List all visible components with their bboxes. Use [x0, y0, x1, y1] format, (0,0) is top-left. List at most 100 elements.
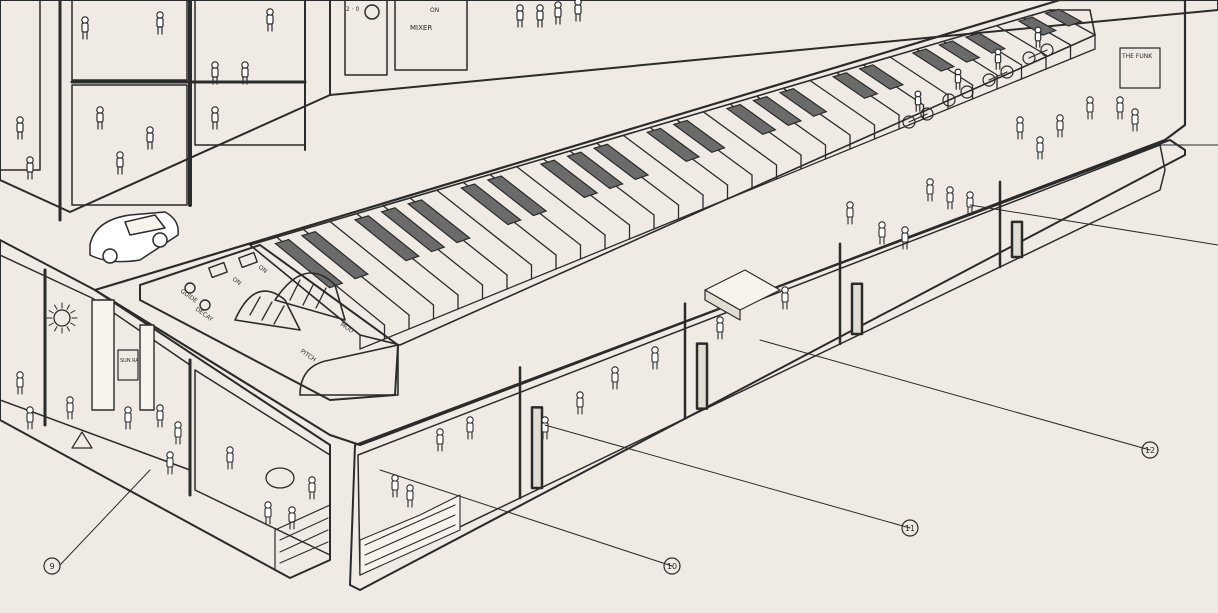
person-head: [166, 451, 174, 459]
person-body: [26, 412, 34, 423]
person-body: [1116, 102, 1124, 113]
cyclists: [902, 26, 1054, 129]
person-head: [914, 90, 922, 98]
person-head: [174, 421, 182, 429]
callout-11: 11: [901, 519, 919, 537]
person-head: [66, 396, 74, 404]
person-head: [81, 16, 89, 24]
person-head: [288, 506, 296, 514]
person-body: [436, 434, 444, 445]
white-key-edge: [516, 166, 606, 236]
doorway: [1010, 220, 1024, 259]
person-body: [226, 452, 234, 463]
black-key: [672, 119, 726, 154]
black-key: [380, 207, 446, 253]
mixer-label: MIXER: [410, 24, 432, 32]
person-body: [241, 67, 249, 78]
panel-label-mod: MOD: [339, 321, 355, 335]
callout-10: 10: [663, 557, 681, 575]
person-body: [781, 292, 789, 303]
person-head: [436, 428, 444, 436]
person-head: [966, 191, 974, 199]
person-head: [611, 366, 619, 374]
person-head: [1016, 116, 1024, 124]
person-body: [166, 457, 174, 468]
sun-ra-sign: SUN RA: [120, 358, 139, 364]
bicycle-wheel: [1022, 51, 1036, 65]
person-body: [466, 422, 474, 433]
person-head: [211, 61, 219, 69]
callout-12-label: 12: [1145, 446, 1155, 455]
person-head: [26, 156, 34, 164]
white-key-edge: [436, 189, 533, 266]
person-body: [211, 67, 219, 78]
person-body: [391, 480, 399, 491]
person-body: [611, 372, 619, 383]
mixer-strip: 2 ⋅ 0 MIXER ON: [329, 0, 1218, 96]
person-head: [1116, 96, 1124, 104]
person-head: [264, 501, 272, 509]
person-head: [156, 11, 164, 19]
person-head: [846, 201, 854, 209]
white-key-edge: [622, 134, 704, 196]
person-head: [116, 151, 124, 159]
black-key: [964, 32, 1007, 54]
black-key: [778, 88, 828, 117]
front-cutaway: [349, 96, 1186, 591]
left-cutaway: SUN RA: [0, 239, 331, 579]
person-body: [156, 17, 164, 28]
person-head: [406, 484, 414, 492]
person-body: [1036, 142, 1044, 153]
panel-label-on-right: ON: [257, 264, 269, 275]
person-body: [926, 184, 934, 195]
person-body: [406, 490, 414, 501]
person-head: [1086, 96, 1094, 104]
white-key-edge: [329, 220, 435, 306]
black-key: [486, 175, 548, 217]
person-head: [226, 446, 234, 454]
doorway: [850, 282, 864, 336]
person-head: [651, 346, 659, 354]
sun-ray: [70, 310, 76, 314]
panel-label-decay: DECAY: [194, 306, 215, 323]
person-head: [781, 286, 789, 294]
bicycle-wheel: [1040, 43, 1054, 57]
person-head: [946, 186, 954, 194]
person-head: [266, 8, 274, 16]
person-head: [1034, 26, 1042, 34]
person-body: [1131, 114, 1139, 125]
black-key: [406, 199, 471, 244]
bicycle-wheel: [902, 115, 916, 129]
callout-12: 12: [1141, 441, 1159, 459]
bicycle-frame: [948, 91, 968, 101]
person-head: [994, 48, 1002, 56]
car: [89, 211, 179, 264]
person-body: [1086, 102, 1094, 113]
bicycle-wheel: [920, 107, 934, 121]
white-key-edge: [889, 56, 949, 96]
person-body: [1056, 120, 1064, 131]
sun-ray: [48, 322, 54, 326]
bed: [704, 269, 781, 321]
person-head: [146, 126, 154, 134]
person-body: [576, 397, 584, 408]
black-key: [539, 159, 599, 199]
callout-10-label: 10: [667, 562, 677, 571]
person-body: [211, 112, 219, 123]
person-body: [536, 10, 544, 21]
person-body: [156, 410, 164, 421]
person-head: [576, 391, 584, 399]
brick-stairs: [359, 494, 461, 576]
person-body: [1016, 122, 1024, 133]
knob-markers: 2 ⋅ 0: [346, 6, 360, 13]
black-key: [937, 40, 981, 63]
upper-left-building: [0, 0, 331, 222]
callout-9: 9: [43, 557, 61, 575]
person-body: [946, 192, 954, 203]
sun-ray: [54, 326, 58, 332]
person-head: [554, 1, 562, 9]
black-key: [752, 95, 803, 126]
person-body: [174, 427, 182, 438]
bicycle-wheel: [982, 73, 996, 87]
